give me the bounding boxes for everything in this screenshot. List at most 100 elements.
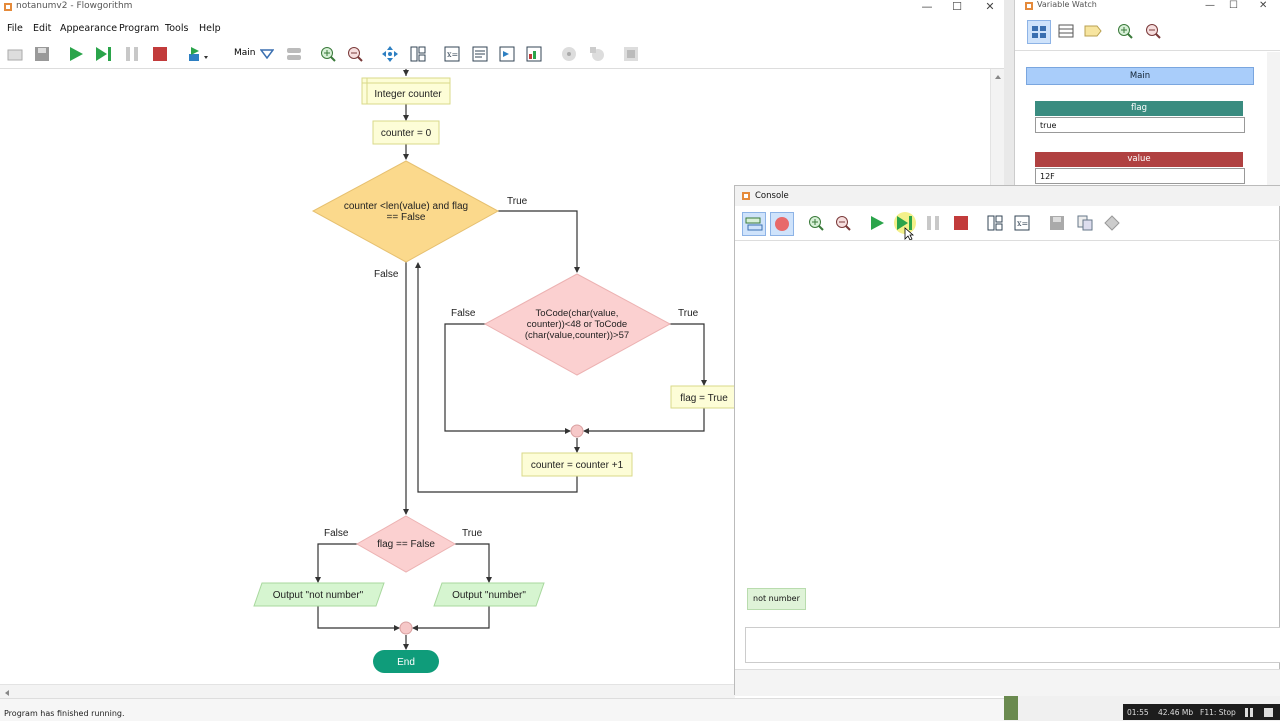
connector-loop-true-arrow bbox=[574, 267, 580, 273]
disabled-tool-button-3[interactable] bbox=[621, 44, 641, 64]
disabled-tool-button-2[interactable] bbox=[587, 44, 607, 64]
menu-tools[interactable]: Tools bbox=[165, 23, 189, 34]
console-footer bbox=[735, 669, 1280, 696]
function-dropdown[interactable] bbox=[257, 44, 277, 64]
divider bbox=[735, 240, 1280, 241]
step-icon bbox=[897, 216, 912, 230]
maximize-button[interactable]: ☐ bbox=[952, 0, 962, 13]
console-run-button[interactable] bbox=[866, 212, 888, 234]
console-pause-button[interactable] bbox=[922, 212, 944, 234]
connector-if-false-arrow bbox=[315, 577, 321, 583]
list-icon bbox=[1058, 24, 1074, 38]
connector-flag-to-join bbox=[584, 408, 705, 432]
view-tags-button[interactable] bbox=[1082, 20, 1104, 42]
menu-appearance[interactable]: Appearance bbox=[60, 23, 118, 34]
source-icon bbox=[472, 46, 488, 62]
connector-declare-arrow bbox=[403, 115, 409, 121]
connector-right-join-arrow bbox=[412, 625, 418, 631]
zoom-out-icon bbox=[836, 216, 851, 231]
step-button[interactable] bbox=[94, 44, 114, 64]
vw-minimize-button[interactable]: — bbox=[1205, 0, 1215, 11]
memory-display: 42.46 Mb bbox=[1158, 708, 1194, 717]
console-save-button[interactable] bbox=[1046, 212, 1068, 234]
check-decision-shape[interactable] bbox=[483, 273, 672, 376]
console-stop-button[interactable] bbox=[950, 212, 972, 234]
if-cond-text: flag == False bbox=[377, 539, 435, 550]
connector-right-join bbox=[413, 606, 490, 629]
console-copy-button[interactable] bbox=[1074, 212, 1096, 234]
if-decision-shape[interactable] bbox=[355, 515, 457, 573]
console-chat-view-button[interactable] bbox=[742, 212, 766, 236]
zoom-in-icon bbox=[1118, 24, 1133, 39]
minimize-button[interactable]: — bbox=[921, 0, 933, 13]
menu-file[interactable]: File bbox=[7, 23, 23, 34]
end-shape[interactable] bbox=[373, 650, 439, 673]
console-input-field[interactable] bbox=[745, 627, 1280, 663]
vw-maximize-button[interactable]: ☐ bbox=[1229, 0, 1238, 11]
fit-button[interactable] bbox=[380, 44, 400, 64]
console-zoom-in-button[interactable] bbox=[805, 212, 827, 234]
console-window: Console x= not number bbox=[734, 185, 1280, 696]
stop-button[interactable] bbox=[150, 44, 170, 64]
connector-loop-back-arrow bbox=[415, 262, 421, 268]
if-true-label: True bbox=[462, 528, 483, 539]
vw-value-value: 12F bbox=[1035, 168, 1245, 184]
console-layout-button[interactable] bbox=[984, 212, 1006, 234]
boxes-icon bbox=[1032, 26, 1046, 38]
vw-zoom-out-button[interactable] bbox=[1142, 20, 1164, 42]
zoom-out-button[interactable] bbox=[345, 44, 365, 64]
run-button[interactable] bbox=[66, 44, 86, 64]
menu-help[interactable]: Help bbox=[199, 23, 221, 34]
console-variables-button[interactable]: x= bbox=[1011, 212, 1033, 234]
assign-init-shape[interactable] bbox=[372, 120, 440, 145]
declare-shape[interactable] bbox=[361, 77, 451, 105]
connector-check-true-arrow bbox=[701, 380, 707, 386]
save-button[interactable] bbox=[32, 44, 52, 64]
end-text: End bbox=[397, 657, 415, 668]
console-step-button[interactable] bbox=[894, 212, 916, 234]
console-breakpoint-button[interactable] bbox=[770, 212, 794, 236]
if-false-label: False bbox=[324, 528, 349, 539]
source-view-button[interactable] bbox=[470, 44, 490, 64]
menu-program[interactable]: Program bbox=[119, 23, 160, 34]
loop-decision-shape[interactable] bbox=[311, 160, 500, 263]
layout-button[interactable] bbox=[408, 44, 428, 64]
vw-scrollbar[interactable] bbox=[1267, 52, 1280, 185]
vw-zoom-in-button[interactable] bbox=[1114, 20, 1136, 42]
console-clear-button[interactable] bbox=[1101, 212, 1123, 234]
output-number-shape[interactable] bbox=[433, 582, 545, 607]
save-icon bbox=[1050, 216, 1064, 230]
close-button[interactable]: ✕ bbox=[985, 0, 995, 13]
view-list-button[interactable] bbox=[1055, 20, 1077, 42]
zoom-in-button[interactable] bbox=[318, 44, 338, 64]
connector-loop-true bbox=[498, 210, 578, 272]
function-select[interactable]: Main bbox=[234, 48, 256, 58]
console-button[interactable] bbox=[497, 44, 517, 64]
function-manager-button[interactable] bbox=[284, 44, 304, 64]
connector-flag-arrow bbox=[583, 428, 589, 434]
menu-edit[interactable]: Edit bbox=[33, 23, 52, 34]
if-join-point bbox=[399, 621, 413, 635]
mouse-cursor-icon bbox=[904, 227, 914, 241]
disabled-tool-button-1[interactable] bbox=[559, 44, 579, 64]
stop-icon[interactable] bbox=[1264, 708, 1274, 717]
pause-icon[interactable] bbox=[1244, 708, 1254, 717]
increment-shape[interactable] bbox=[521, 452, 633, 477]
toolbar: Main x= bbox=[0, 40, 1004, 69]
layout-icon bbox=[987, 215, 1003, 231]
console-zoom-out-button[interactable] bbox=[832, 212, 854, 234]
connector-loop-back bbox=[417, 263, 578, 493]
folder-icon bbox=[7, 49, 23, 61]
open-button[interactable] bbox=[5, 44, 25, 64]
declare-text: Integer counter bbox=[374, 89, 442, 100]
check-false-label: False bbox=[451, 308, 476, 319]
horizontal-scrollbar[interactable] bbox=[0, 684, 735, 699]
variable-watch-window: Variable Watch — ☐ ✕ Main flag true valu… bbox=[1014, 0, 1280, 185]
variable-watch-button[interactable]: x= bbox=[442, 44, 462, 64]
view-boxes-button[interactable] bbox=[1027, 20, 1051, 44]
vw-close-button[interactable]: ✕ bbox=[1259, 0, 1268, 11]
chart-button[interactable] bbox=[524, 44, 544, 64]
run-speed-button[interactable] bbox=[186, 44, 212, 64]
pause-button[interactable] bbox=[122, 44, 142, 64]
output-not-number-shape[interactable] bbox=[253, 582, 385, 607]
